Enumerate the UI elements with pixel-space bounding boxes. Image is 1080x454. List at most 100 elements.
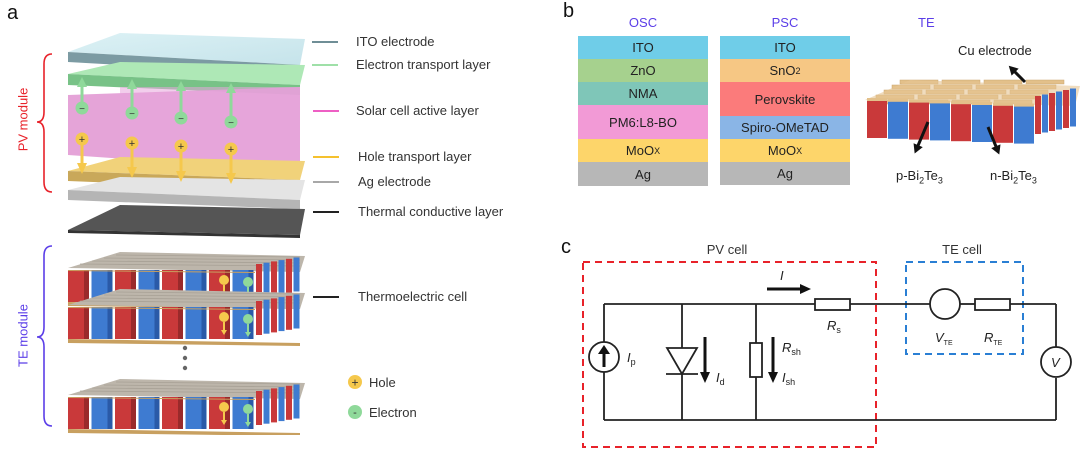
label-VTE: VTE	[935, 330, 953, 347]
label-I: I	[780, 268, 784, 283]
p-bi2te3-label: p-Bi2Te3	[896, 168, 943, 186]
shunt-resistor	[749, 342, 763, 378]
p-label-sub1: 2	[919, 175, 925, 186]
p-type-leg	[909, 101, 929, 140]
svg-text:+: +	[178, 141, 184, 153]
equivalent-circuit: PV cell TE cell	[582, 242, 1072, 448]
p-type-leg	[867, 100, 887, 138]
pv-cell-box	[582, 261, 877, 448]
p-label-sub2: 3	[937, 175, 943, 186]
layer-subscript: 2	[795, 65, 801, 76]
p-label-mid: Te	[924, 168, 938, 183]
pv-module-label: PV module	[15, 87, 31, 152]
layer-name: Ag	[777, 166, 793, 181]
current-source	[588, 341, 620, 373]
osc-layer-nma: NMA	[578, 82, 708, 105]
n-label-sub1: 2	[1013, 175, 1019, 186]
n-type-leg	[1014, 105, 1034, 144]
te-voltage-source	[929, 288, 961, 320]
svg-text:−: −	[178, 114, 184, 125]
n-type-leg	[888, 100, 908, 139]
p-type-leg	[951, 103, 971, 142]
n-type-leg	[972, 104, 992, 142]
svg-text:−: −	[79, 104, 85, 115]
layer-name: MoO	[767, 143, 797, 158]
legend-hole-transport-layer: Hole transport layer	[358, 149, 472, 164]
cu-electrode-label: Cu electrode	[958, 43, 1032, 58]
cu-electrode-pad	[1025, 79, 1065, 85]
label-Ish: Ish	[782, 370, 795, 387]
panel-b-label: b	[563, 0, 575, 22]
svg-text:+: +	[351, 376, 358, 390]
osc-layer-ito: ITO	[578, 36, 708, 59]
electron-carrier: −	[174, 81, 188, 125]
p-type-arrow	[915, 121, 930, 149]
hole-carrier: +	[125, 136, 139, 178]
svg-text:+: +	[129, 138, 135, 150]
legend-hole: Hole	[369, 375, 396, 390]
te-title: TE	[918, 15, 935, 30]
panel-a-label: a	[7, 2, 19, 24]
layer-subscript: X	[654, 145, 661, 156]
pv-cell-label: PV cell	[707, 242, 748, 257]
label-Rs: Rs	[827, 318, 841, 335]
n-type-arrow	[986, 126, 999, 150]
electron-carrier: −	[125, 79, 139, 120]
te-device-3d	[865, 65, 1080, 155]
osc-layer-ag: Ag	[578, 162, 708, 186]
electron-carrier	[243, 314, 253, 337]
p-type-leg	[993, 104, 1013, 143]
p-label-main: p-Bi	[896, 168, 920, 183]
carrier-legend-icons: + -	[348, 375, 362, 419]
label-Id: Id	[716, 370, 725, 387]
te-cell-box	[905, 261, 1024, 355]
svg-text:−: −	[129, 109, 135, 120]
te-module-stack-2	[68, 289, 305, 346]
te-module-label: TE module	[15, 304, 31, 367]
label-RTE: RTE	[984, 330, 1003, 347]
te-brace	[36, 245, 53, 427]
legend-ito-electrode: ITO electrode	[356, 34, 435, 49]
electron-carrier: −	[75, 77, 89, 115]
pv-te-exploded-stack: − − − − + + + +	[68, 33, 305, 435]
thermal-conductive-layer	[68, 205, 305, 238]
n-bi2te3-label: n-Bi2Te3	[990, 168, 1037, 186]
te-module-stack-3	[68, 379, 305, 435]
layer-name: Ag	[635, 166, 651, 182]
n-label-sub2: 3	[1031, 175, 1037, 186]
legend-thermoelectric-cell: Thermoelectric cell	[358, 289, 468, 304]
svg-text:-: -	[353, 407, 357, 419]
current-source-arrow	[598, 345, 610, 367]
psc-layer-ito: ITO	[720, 36, 850, 59]
layer-name: Spiro-OMeTAD	[741, 120, 829, 135]
svg-text:+: +	[79, 134, 85, 146]
solar-cell-active-layer	[68, 87, 300, 171]
svg-text:−: −	[228, 118, 234, 129]
psc-layer-perovskite: Perovskite	[720, 82, 850, 116]
diode	[665, 347, 699, 376]
legend-electron-transport-layer: Electron transport layer	[356, 57, 491, 72]
legend-ag-electrode: Ag electrode	[358, 174, 431, 189]
n-label-mid: Te	[1018, 168, 1032, 183]
legend-solar-cell-active-layer: Solar cell active layer	[356, 103, 479, 118]
psc-layer-spiro-ometad: Spiro-OMeTAD	[720, 116, 850, 139]
electron-carrier: −	[224, 83, 238, 129]
electron-icon: -	[348, 405, 362, 419]
current-ish-arrow	[768, 337, 778, 383]
layer-name: ZnO	[630, 63, 656, 78]
hole-carrier: +	[75, 132, 89, 174]
label-V: V	[1051, 355, 1061, 370]
series-resistor	[814, 298, 851, 311]
layer-name: PM6:L8-BO	[609, 114, 677, 130]
layer-name: ITO	[774, 40, 796, 55]
psc-title: PSC	[771, 15, 799, 30]
hole-icon: +	[348, 375, 362, 390]
panel-c-label: c	[561, 236, 571, 258]
hole-carrier	[219, 312, 229, 335]
psc-layer-ag: Ag	[720, 162, 850, 185]
hole-carrier: +	[224, 142, 238, 184]
osc-layer-zno: ZnO	[578, 59, 708, 82]
